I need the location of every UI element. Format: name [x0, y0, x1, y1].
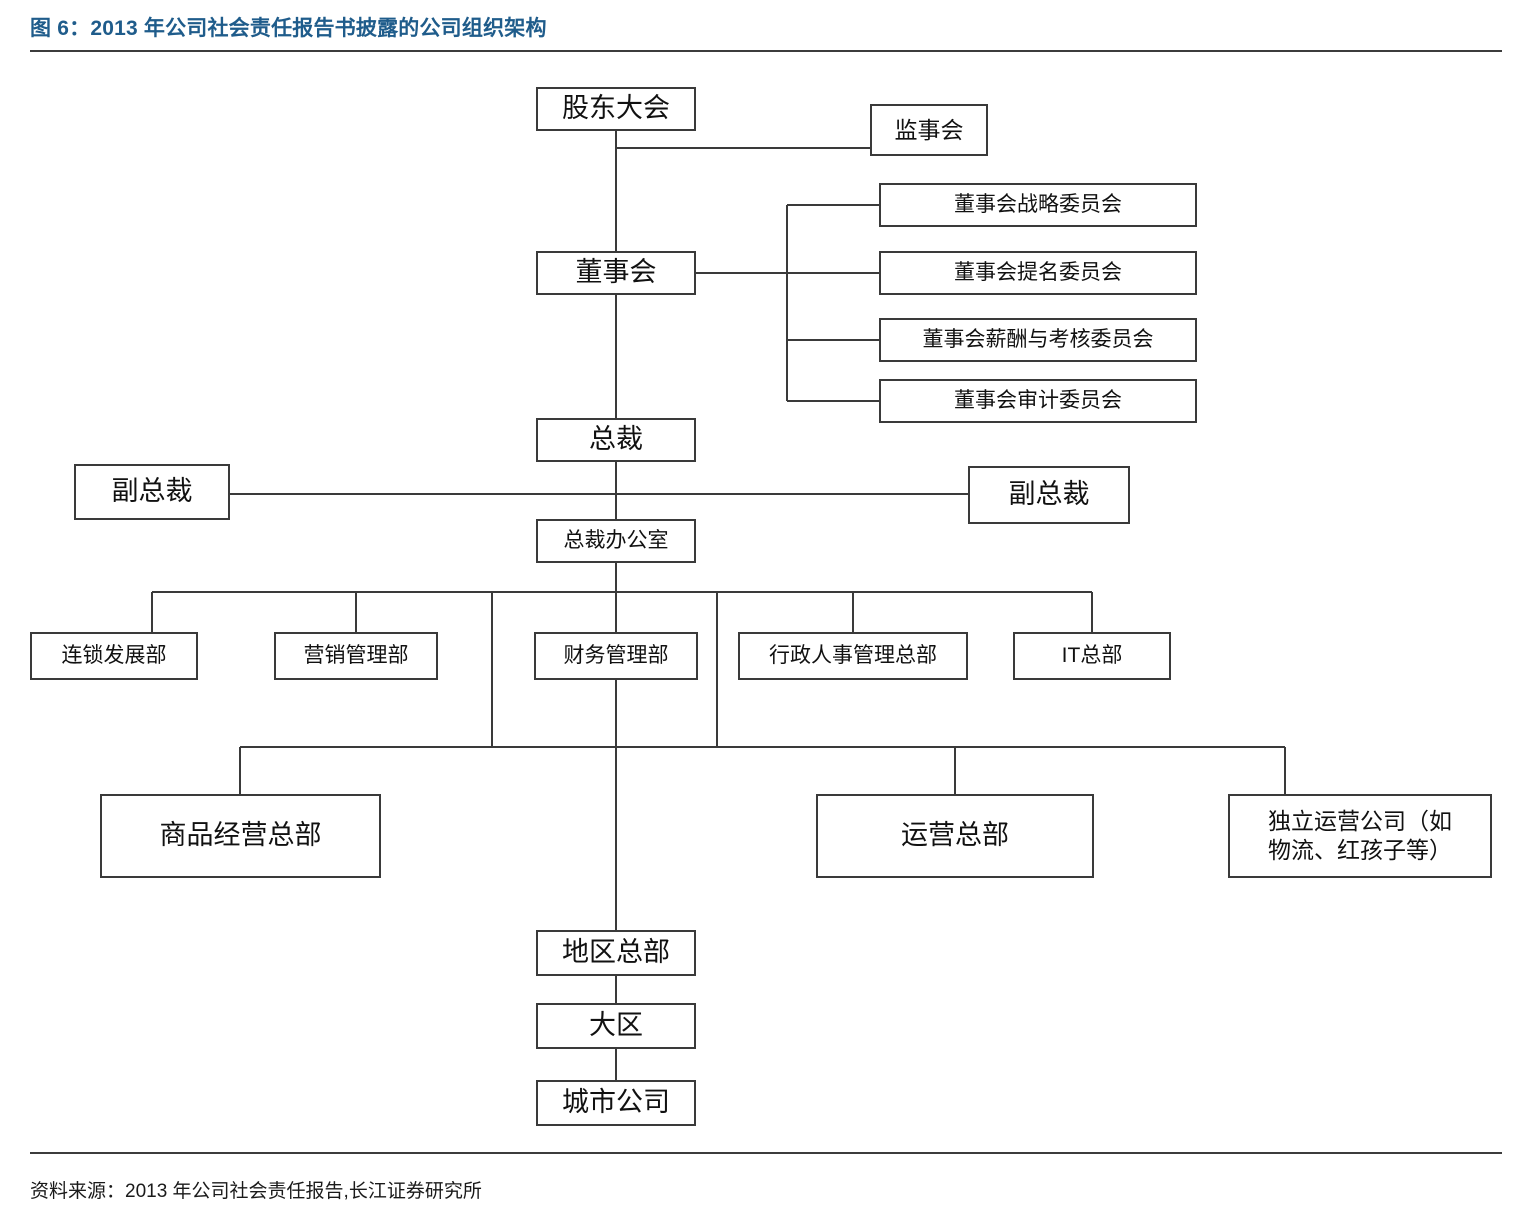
node-dept-marketing[interactable]: 营销管理部: [274, 632, 438, 680]
node-president[interactable]: 总裁: [536, 418, 696, 462]
node-vice-president-right[interactable]: 副总裁: [968, 466, 1130, 524]
node-shareholders-meeting[interactable]: 股东大会: [536, 87, 696, 131]
title-divider: [30, 50, 1502, 52]
node-dept-finance[interactable]: 财务管理部: [534, 632, 698, 680]
node-independent-companies[interactable]: 独立运营公司（如 物流、红孩子等）: [1228, 794, 1492, 878]
source-note: 资料来源：2013 年公司社会责任报告,长江证券研究所: [30, 1181, 482, 1202]
node-committee-nomination[interactable]: 董事会提名委员会: [879, 251, 1197, 295]
node-president-office[interactable]: 总裁办公室: [536, 519, 696, 563]
node-dept-it[interactable]: IT总部: [1013, 632, 1171, 680]
node-hq-operations[interactable]: 运营总部: [816, 794, 1094, 878]
node-supervisory-board[interactable]: 监事会: [870, 104, 988, 156]
node-committee-remuneration[interactable]: 董事会薪酬与考核委员会: [879, 318, 1197, 362]
node-hq-merchandise[interactable]: 商品经营总部: [100, 794, 381, 878]
node-board-of-directors[interactable]: 董事会: [536, 251, 696, 295]
node-vice-president-left[interactable]: 副总裁: [74, 464, 230, 520]
node-city-company[interactable]: 城市公司: [536, 1080, 696, 1126]
node-dept-chain-development[interactable]: 连锁发展部: [30, 632, 198, 680]
node-committee-audit[interactable]: 董事会审计委员会: [879, 379, 1197, 423]
node-regional-hq[interactable]: 地区总部: [536, 930, 696, 976]
footer-divider: [30, 1152, 1502, 1154]
page-title: 图 6：2013 年公司社会责任报告书披露的公司组织架构: [30, 17, 547, 40]
node-big-region[interactable]: 大区: [536, 1003, 696, 1049]
node-committee-strategy[interactable]: 董事会战略委员会: [879, 183, 1197, 227]
node-dept-hr-admin[interactable]: 行政人事管理总部: [738, 632, 968, 680]
